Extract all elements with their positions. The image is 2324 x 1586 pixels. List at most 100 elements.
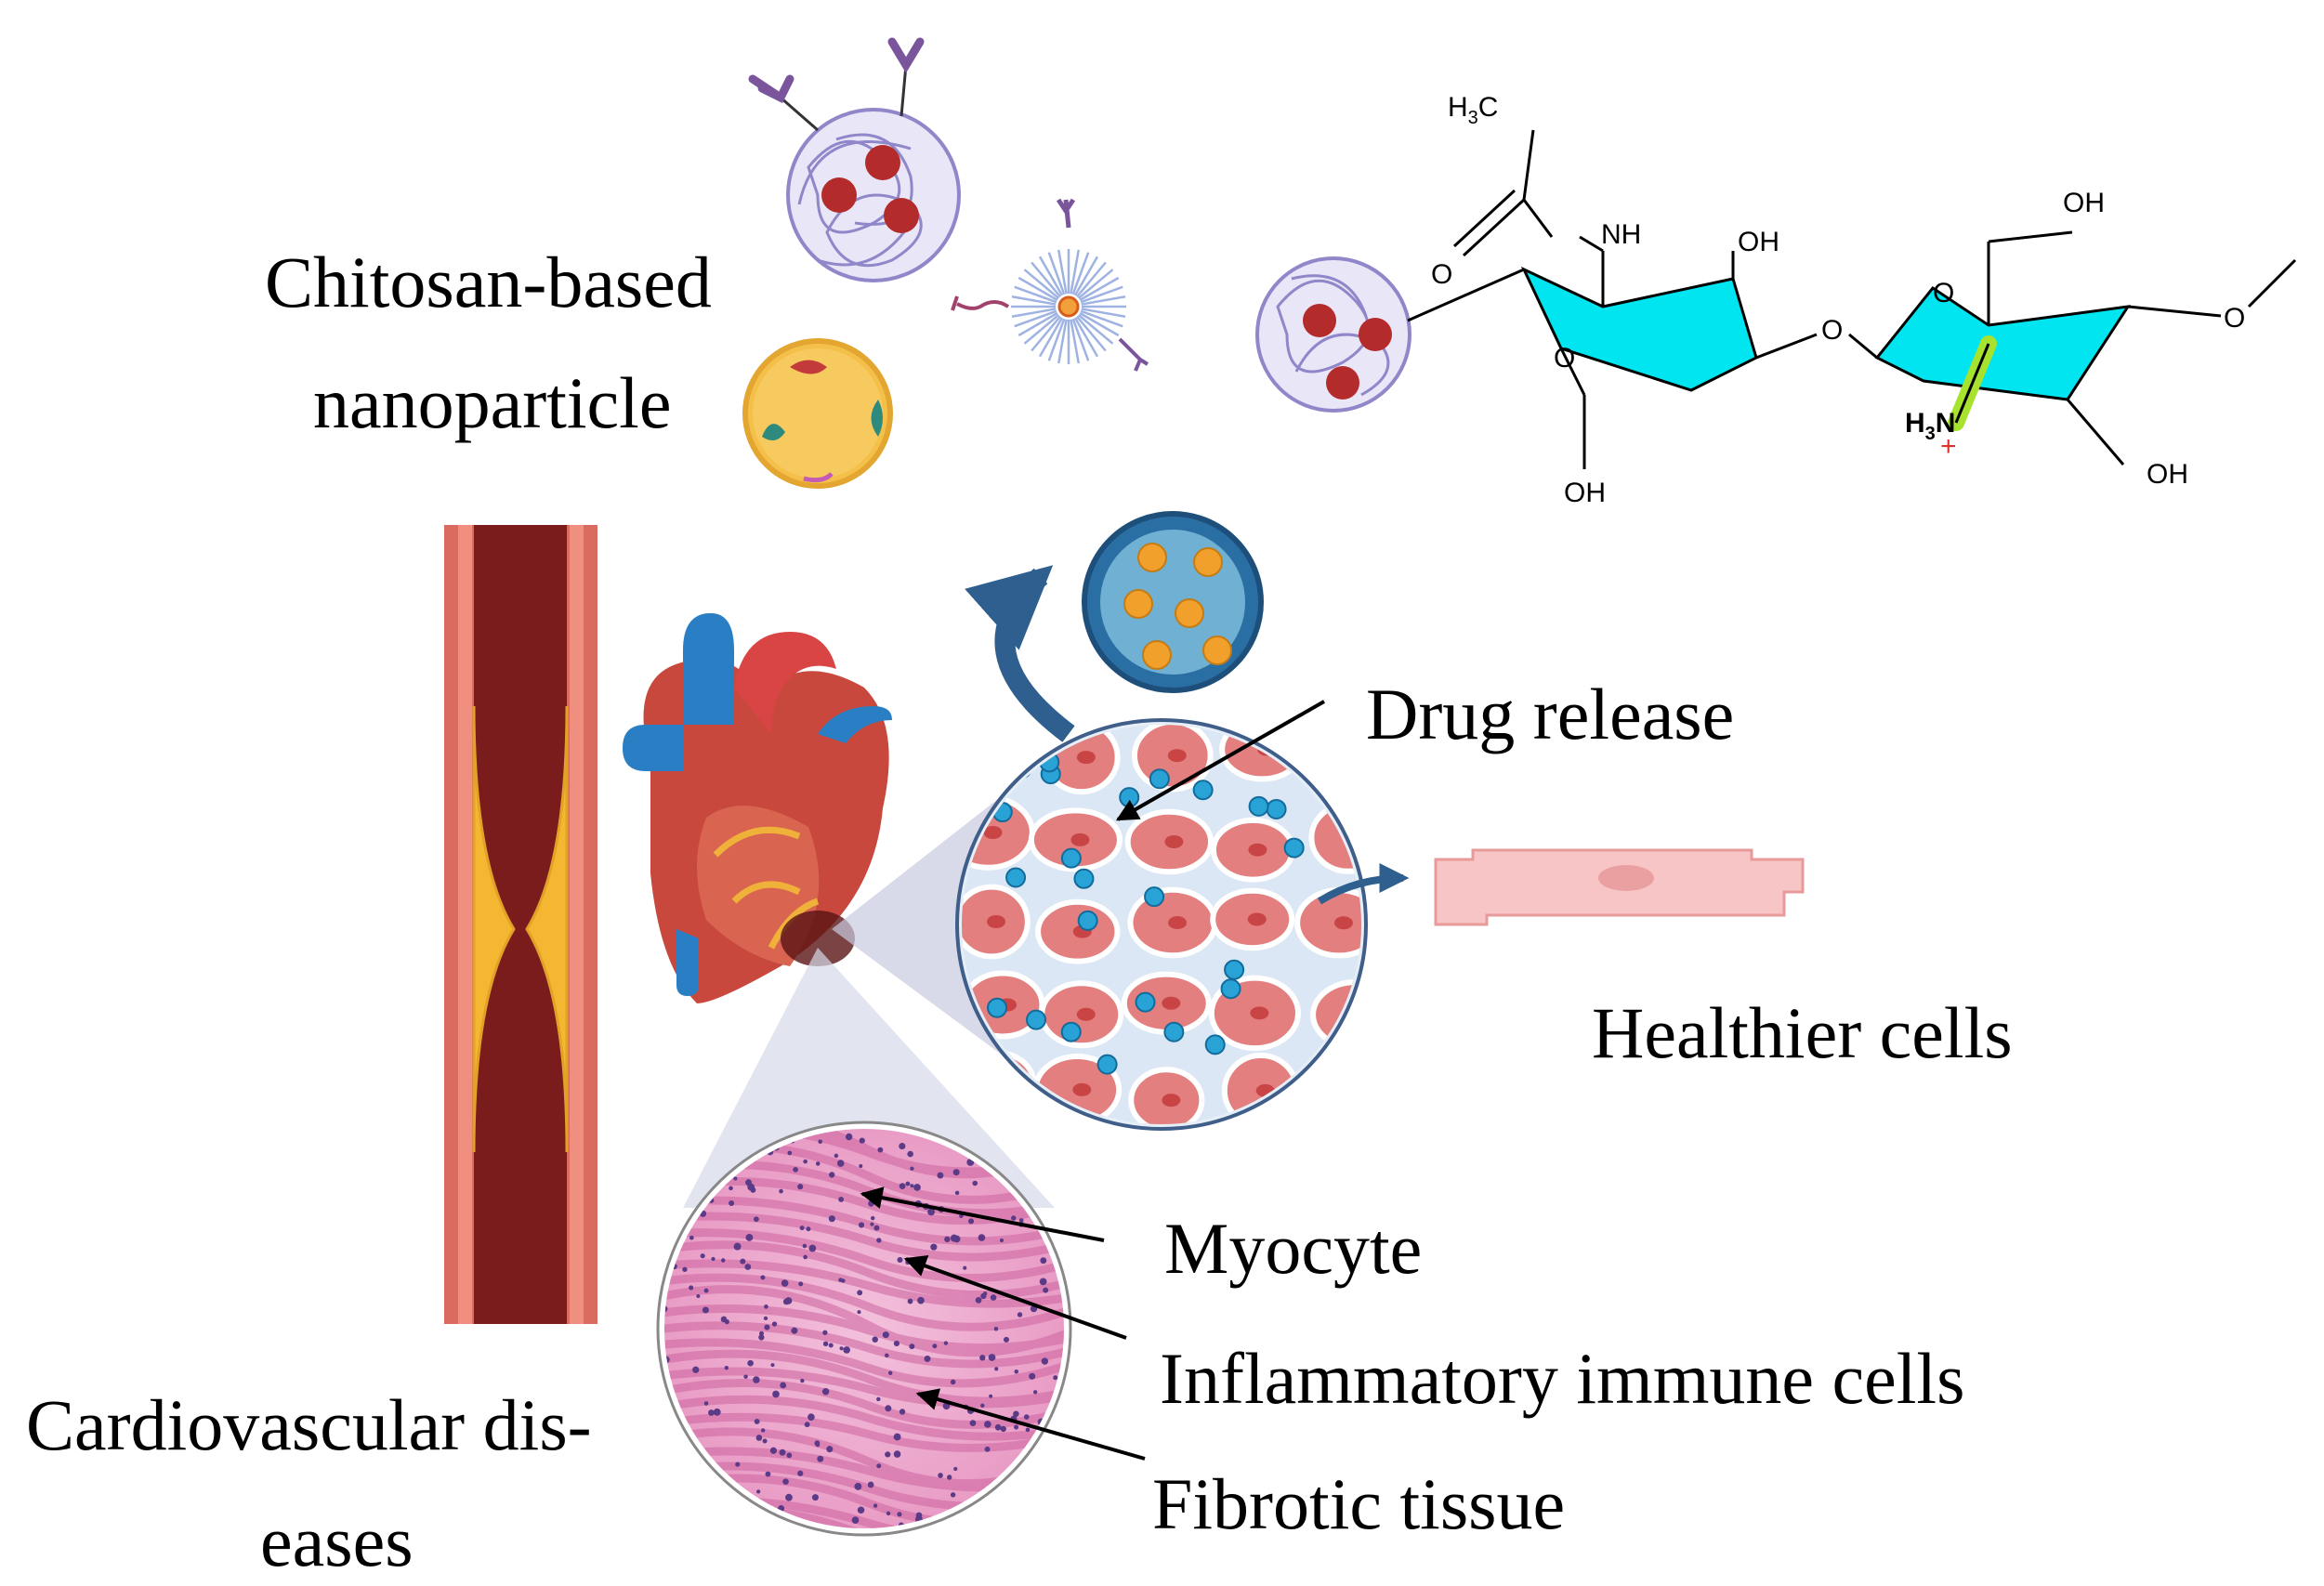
micelle-ray bbox=[1081, 295, 1126, 306]
immune-cell-nucleus bbox=[800, 1378, 805, 1383]
immune-cell-nucleus bbox=[871, 1215, 875, 1221]
immune-cell-nucleus bbox=[818, 1139, 822, 1144]
tissue-fiber bbox=[664, 1412, 1064, 1452]
immune-cell-nucleus bbox=[740, 1258, 746, 1265]
immune-cell-nucleus bbox=[779, 1188, 783, 1194]
drug-particle bbox=[1248, 795, 1269, 817]
tissue-fiber bbox=[664, 1273, 1064, 1331]
immune-cell-nucleus bbox=[899, 1409, 906, 1415]
immune-cell-nucleus bbox=[917, 1296, 925, 1304]
immune-cell-nucleus bbox=[687, 1454, 692, 1460]
drug-particle bbox=[1135, 991, 1156, 1013]
immune-cell-nucleus bbox=[932, 1344, 938, 1349]
immune-cell-nucleus bbox=[839, 1346, 844, 1351]
micelle-nanoparticle bbox=[951, 198, 1149, 372]
immune-cell-nucleus bbox=[845, 1133, 853, 1141]
immune-cell-nucleus bbox=[685, 1478, 692, 1486]
immune-cell-nucleus bbox=[937, 1172, 944, 1179]
immune-cell-nucleus bbox=[857, 1310, 861, 1315]
immune-cell-nucleus bbox=[821, 1387, 830, 1396]
immune-cell-nucleus bbox=[924, 1355, 931, 1362]
immune-cell-nucleus bbox=[703, 1288, 709, 1293]
micelle-ray bbox=[1073, 317, 1099, 358]
immune-cell-nucleus bbox=[754, 1418, 760, 1424]
immune-cell-nucleus bbox=[724, 1366, 729, 1370]
amine-charge-label: + bbox=[1940, 431, 1957, 462]
healthier-cells-label: Healthier cells bbox=[1592, 992, 2013, 1073]
cell-nucleus bbox=[1072, 1082, 1092, 1096]
tissue-fiber bbox=[664, 1367, 1064, 1409]
immune-cell-nucleus bbox=[946, 1475, 952, 1480]
immune-cell-nucleus bbox=[1003, 1336, 1010, 1343]
immune-cell-nucleus bbox=[733, 1242, 742, 1251]
immune-cell-nucleus bbox=[927, 1208, 936, 1216]
immune-cell-nucleus bbox=[771, 1321, 778, 1327]
immune-cell-nucleus bbox=[784, 1297, 793, 1304]
fibrotic-label: Fibrotic tissue bbox=[1152, 1463, 1565, 1544]
immune-cell-nucleus bbox=[785, 1493, 793, 1501]
immune-cell-nucleus bbox=[747, 1359, 754, 1367]
immune-cell-nucleus bbox=[907, 1298, 913, 1304]
drug-particle bbox=[1119, 787, 1140, 808]
immune-cell-nucleus bbox=[780, 1382, 787, 1389]
micelle-ray bbox=[1057, 319, 1068, 364]
immune-cell-nucleus bbox=[963, 1265, 967, 1270]
immune-cell-nucleus bbox=[754, 1216, 759, 1223]
immune-cell-nucleus bbox=[664, 1252, 668, 1258]
immune-cell-nucleus bbox=[893, 1340, 900, 1347]
immune-cell-nucleus bbox=[700, 1253, 705, 1259]
immune-cell-nucleus bbox=[843, 1346, 850, 1354]
glycosidic-o-label: O bbox=[1821, 315, 1843, 346]
cell-nucleus bbox=[1247, 912, 1267, 926]
immune-cell-nucleus bbox=[826, 1446, 834, 1453]
immune-cell-nucleus bbox=[834, 1153, 839, 1159]
immune-cell-nucleus bbox=[822, 1330, 828, 1335]
methyl-label: H3C bbox=[1448, 92, 1498, 128]
tissue-fiber bbox=[664, 1395, 1064, 1441]
tissue-fiber bbox=[664, 1228, 1064, 1282]
immune-cell-nucleus bbox=[745, 1233, 754, 1241]
amine-label: H3N bbox=[1905, 408, 1955, 444]
immune-cell-nucleus bbox=[772, 1390, 780, 1398]
micelle-ray bbox=[1018, 311, 1058, 337]
immune-cell-nucleus bbox=[664, 1461, 670, 1469]
drug-particle bbox=[1073, 868, 1095, 889]
cell-nucleus bbox=[983, 826, 1003, 840]
immune-cell-nucleus bbox=[804, 1422, 810, 1428]
drug-particle bbox=[1060, 1021, 1082, 1042]
immune-cell-nucleus bbox=[1053, 1129, 1058, 1134]
immune-cell-nucleus bbox=[909, 1344, 915, 1350]
immune-cell-nucleus bbox=[882, 1331, 889, 1339]
liposome-nanoparticle bbox=[742, 338, 893, 489]
immune-cell-nucleus bbox=[980, 1292, 987, 1300]
cell-nucleus bbox=[1070, 832, 1090, 846]
micelle-ray bbox=[1080, 285, 1123, 304]
immune-cell-nucleus bbox=[979, 1355, 986, 1361]
ring2-oh-bottom-label: OH bbox=[2147, 459, 2188, 490]
drug-particle bbox=[1204, 1034, 1226, 1055]
immune-cell-nucleus bbox=[711, 1256, 716, 1262]
myocyte-arrow bbox=[860, 1186, 1105, 1242]
immune-cell-nucleus bbox=[665, 1423, 674, 1431]
immune-cell-nucleus bbox=[664, 1193, 672, 1200]
immune-cell-nucleus bbox=[950, 1379, 956, 1385]
micelle-ray bbox=[1077, 314, 1114, 345]
immune-cell-nucleus bbox=[905, 1181, 911, 1186]
immune-cell-nucleus bbox=[1039, 1278, 1047, 1286]
immune-cell-nucleus bbox=[802, 1243, 807, 1249]
drug-particle bbox=[1096, 1054, 1118, 1075]
drug-release-arrow bbox=[1115, 700, 1325, 821]
immune-cell-nucleus bbox=[674, 1458, 682, 1466]
micelle-ray bbox=[1073, 256, 1099, 296]
micelle-ray bbox=[1076, 261, 1107, 298]
immune-cell-nucleus bbox=[972, 1180, 978, 1186]
immune-cell-nucleus bbox=[799, 1226, 805, 1231]
drug-particle bbox=[1266, 798, 1287, 819]
immune-cell-nucleus bbox=[703, 1401, 709, 1406]
immune-cell-nucleus bbox=[682, 1266, 688, 1272]
polymer-nanoparticle-with-ligands bbox=[748, 37, 961, 282]
immune-cell-nucleus bbox=[910, 1166, 914, 1171]
drug-particle bbox=[1026, 1009, 1047, 1030]
carbonyl-o-label: O bbox=[1431, 259, 1452, 290]
tissue-fiber bbox=[664, 1259, 1064, 1308]
